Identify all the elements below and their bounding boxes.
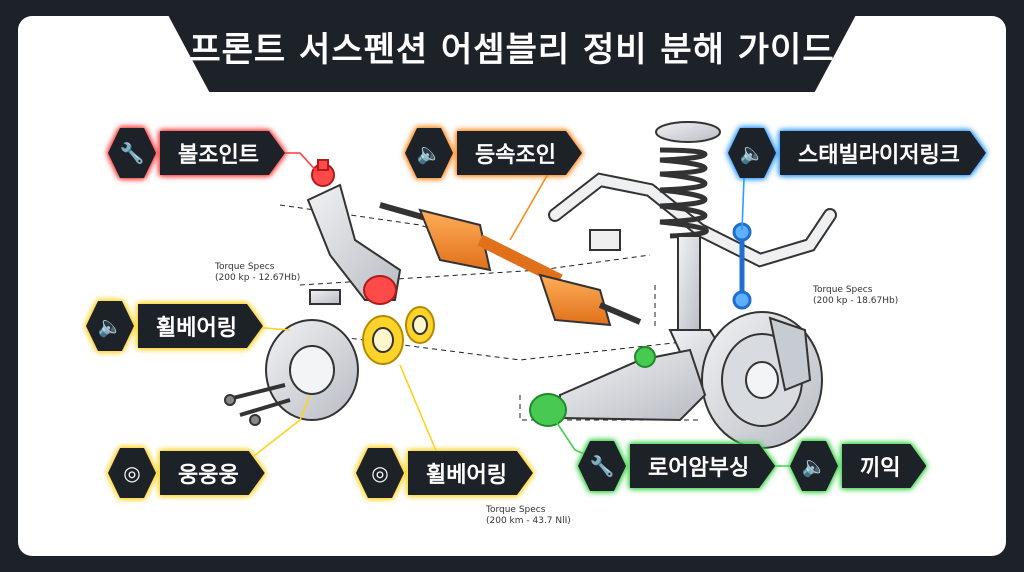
label-lower-arm-bushing[interactable]: 🔧 로어암부싱 bbox=[578, 441, 775, 491]
label-wheel-bearing-1-text: 휠베어링 bbox=[138, 304, 263, 348]
label-cv-joint-text: 등속조인 bbox=[457, 131, 582, 175]
torque-spec-value: (200 kp - 12.67Hb) bbox=[215, 273, 301, 283]
label-wheel-bearing-2[interactable]: ◎ 휠베어링 bbox=[356, 448, 533, 498]
torque-spec-right: Torque Specs (200 kp - 18.67Hb) bbox=[813, 285, 898, 307]
title-tab bbox=[160, 0, 864, 92]
label-wheel-bearing-2-text: 휠베어링 bbox=[408, 451, 533, 495]
torque-spec-upper-left: Torque Specs (200 kp - 12.67Hb) bbox=[215, 262, 300, 284]
label-squeak[interactable]: 🔈 끼익 bbox=[790, 441, 926, 491]
bar-bracket bbox=[589, 229, 621, 251]
vibration-icon: ◎ bbox=[108, 448, 156, 498]
torque-spec-heading: Torque Specs bbox=[486, 505, 546, 515]
torque-spec-heading: Torque Specs bbox=[215, 262, 275, 272]
upper-control-arm bbox=[306, 159, 402, 305]
brake-disc bbox=[701, 311, 823, 449]
label-squeak-text: 끼익 bbox=[842, 444, 926, 488]
label-hum[interactable]: ◎ 웅웅웅 bbox=[108, 448, 265, 498]
torque-spec-value: (200 km - 43.7 NlI) bbox=[486, 516, 571, 526]
torque-spec-bottom: Torque Specs (200 km - 43.7 NlI) bbox=[486, 505, 571, 527]
vibration-icon: ◎ bbox=[356, 448, 404, 498]
wrench-icon: 🔧 bbox=[578, 441, 626, 491]
lower-control-arm bbox=[529, 346, 707, 427]
wheel-bearing-parts bbox=[362, 306, 435, 365]
label-lower-arm-bushing-text: 로어암부싱 bbox=[630, 444, 775, 488]
speaker-icon: 🔈 bbox=[728, 128, 776, 178]
speaker-icon: 🔈 bbox=[405, 128, 453, 178]
stabilizer-link-part bbox=[732, 222, 752, 310]
wheel-hub bbox=[224, 319, 359, 426]
speaker-icon: 🔈 bbox=[86, 301, 134, 351]
label-hum-text: 웅웅웅 bbox=[160, 451, 265, 495]
label-stabilizer-link-text: 스태빌라이저링크 bbox=[780, 131, 986, 175]
speaker-icon: 🔈 bbox=[790, 441, 838, 491]
label-stabilizer-link[interactable]: 🔈 스태빌라이저링크 bbox=[728, 128, 986, 178]
label-ball-joint[interactable]: 🔧 볼조인트 bbox=[108, 128, 285, 178]
label-cv-joint[interactable]: 🔈 등속조인 bbox=[405, 128, 582, 178]
wrench-icon: 🔧 bbox=[108, 128, 156, 178]
torque-spec-value: (200 kp - 18.67Hb) bbox=[813, 296, 899, 306]
page-title: 프론트 서스펜션 어셈블리 정비 분해 가이드 bbox=[189, 30, 835, 70]
label-wheel-bearing-1[interactable]: 🔈 휠베어링 bbox=[86, 301, 263, 351]
drive-shaft bbox=[379, 202, 642, 327]
label-ball-joint-text: 볼조인트 bbox=[160, 131, 285, 175]
torque-spec-heading: Torque Specs bbox=[813, 285, 873, 295]
mount-bracket bbox=[309, 289, 341, 305]
